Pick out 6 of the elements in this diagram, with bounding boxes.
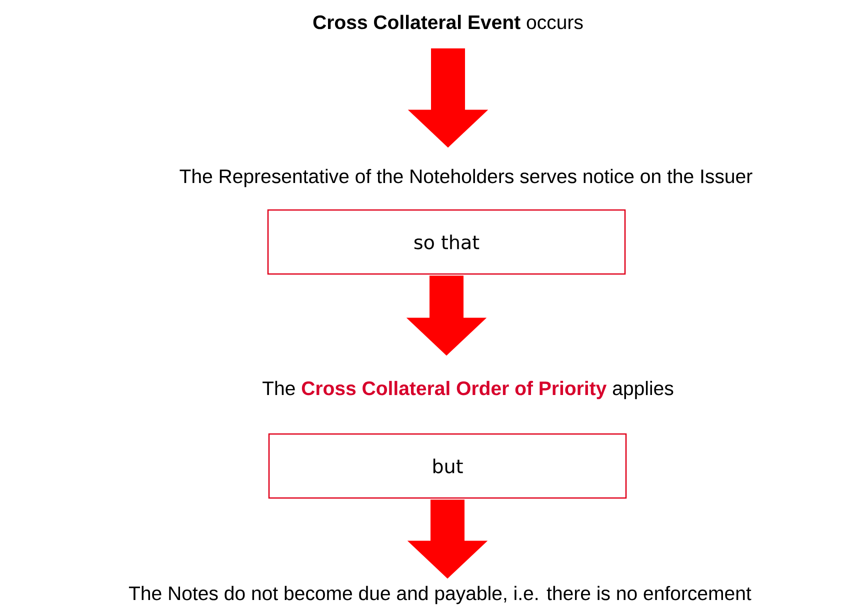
text-box: but — [268, 433, 627, 499]
step-text: Cross Collateral Event occurs — [313, 14, 583, 30]
step-text: The Cross Collateral Order of Priority applies — [262, 380, 674, 400]
text-box: so that — [267, 209, 626, 275]
step-text: The Notes do not become due and payable, i.e. there is no enforcement — [128, 586, 752, 604]
step-text: The Representative of the Noteholders serves notice on the Issuer — [180, 168, 752, 188]
